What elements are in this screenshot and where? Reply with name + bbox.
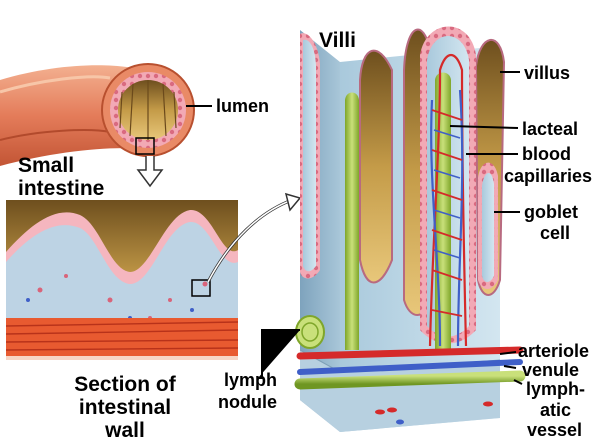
villi-block [296, 26, 520, 432]
lymphatic-label-1: lymph- [526, 380, 585, 398]
section-label-3: wall [60, 420, 190, 441]
section-label-2: intestinal [60, 397, 190, 418]
lymphatic-label-3: vessel [527, 421, 582, 439]
intestine-label: intestine [18, 178, 104, 199]
lymphatic-label-2: atic [540, 401, 571, 419]
blood-label: blood [522, 145, 571, 163]
lumen-label: lumen [216, 97, 269, 115]
small-label: Small [18, 155, 74, 176]
lymph-nodule-label-1: lymph [224, 371, 277, 389]
arrow-right-icon [286, 194, 300, 210]
arteriole-label: arteriole [518, 342, 589, 360]
villi-title: Villi [319, 30, 356, 51]
cell-label: cell [540, 224, 570, 242]
section-label-1: Section of [60, 374, 190, 395]
lymph-nodule-label-2: nodule [218, 393, 277, 411]
capillaries-label: capillaries [504, 167, 592, 185]
villus-label: villus [524, 64, 570, 82]
intestinal-wall-section [6, 194, 300, 360]
lymph-nodule-shape [296, 316, 324, 348]
goblet-label: goblet [524, 203, 578, 221]
lacteal-label: lacteal [522, 120, 578, 138]
venule-label: venule [522, 361, 579, 379]
arrow-down-icon [138, 156, 162, 186]
